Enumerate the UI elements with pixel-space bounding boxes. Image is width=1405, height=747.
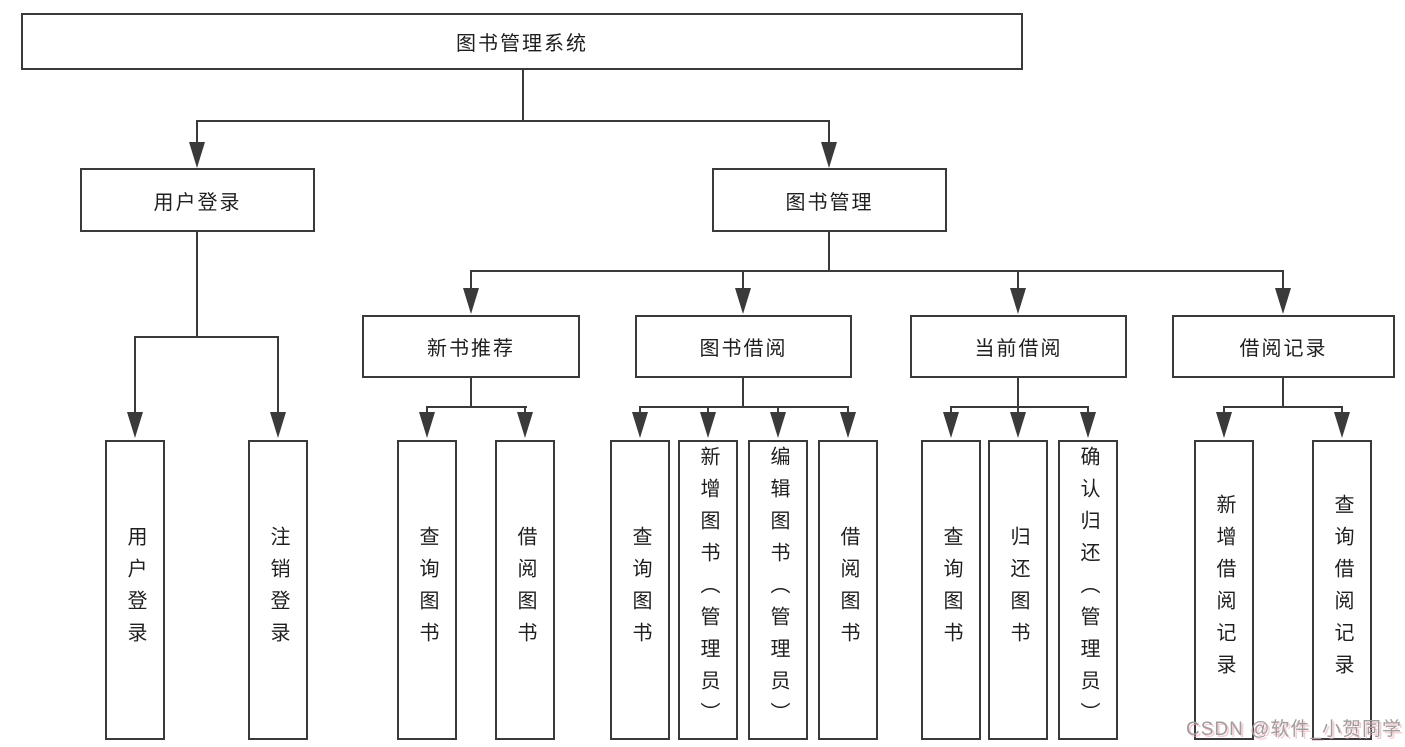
leaf-query-borrow-record: 查询借阅记录 [1312,440,1372,740]
connector-stub [639,406,641,416]
leaf-label: 归还图书 [1007,526,1029,654]
leaf-return-book: 归还图书 [988,440,1048,740]
leaf-label: 查询图书 [629,526,651,654]
watermark: CSDN @软件_小贺同学 [1186,719,1402,740]
arrow-down-icon [127,412,143,438]
connector-stub [1087,406,1089,416]
connector-stub [470,270,472,292]
connector-bookmgmt-bar [470,270,1284,272]
connector-recommend-stem [470,378,472,408]
arrow-down-icon [1275,288,1291,314]
connector-stub [828,120,830,146]
leaf-label: 借阅图书 [837,526,859,654]
node-root-label: 图书管理系统 [456,33,588,55]
connector-userlogin-stem [196,232,198,338]
leaf-label: 用户登录 [124,526,146,654]
arrow-down-icon [419,412,435,438]
node-user-login: 用户登录 [80,168,315,232]
node-current-borrow: 当前借阅 [910,315,1127,378]
leaf-user-login: 用户登录 [105,440,165,740]
arrow-down-icon [1010,288,1026,314]
leaf-label: 查询图书 [940,526,962,654]
leaf-borrow-books-borrow: 借阅图书 [818,440,878,740]
arrow-down-icon [1334,412,1350,438]
connector-records-bar [1223,406,1343,408]
node-book-management: 图书管理 [712,168,947,232]
connector-stub [1223,406,1225,416]
node-label: 借阅记录 [1239,338,1328,360]
leaf-label: 查询借阅记录 [1331,494,1353,686]
arrow-down-icon [943,412,959,438]
connector-records-stem [1282,378,1284,408]
connector-root-stem [522,70,524,122]
leaf-label: 编辑图书（管理员） [767,446,789,734]
connector-stub [426,406,428,416]
leaf-label: 确认归还（管理员） [1077,446,1099,734]
leaf-add-borrow-record: 新增借阅记录 [1194,440,1254,740]
connector-borrowmod-bar [639,406,849,408]
leaf-label: 新增图书（管理员） [697,446,719,734]
node-label: 图书借阅 [699,338,788,360]
node-borrow-records: 借阅记录 [1172,315,1395,378]
connector-stub [1017,406,1019,416]
connector-bookmgmt-stem [828,232,830,272]
connector-stub [950,406,952,416]
arrow-down-icon [735,288,751,314]
leaf-edit-book-admin: 编辑图书（管理员） [748,440,808,740]
connector-stub [134,336,136,414]
leaf-label: 借阅图书 [514,526,536,654]
leaf-label: 新增借阅记录 [1213,494,1235,686]
connector-borrowmod-stem [742,378,744,408]
leaf-query-books-recommend: 查询图书 [397,440,457,740]
arrow-down-icon [270,412,286,438]
node-new-book-recommend: 新书推荐 [362,315,580,378]
leaf-confirm-return-admin: 确认归还（管理员） [1058,440,1118,740]
arrow-down-icon [517,412,533,438]
node-label: 用户登录 [153,191,242,214]
connector-stub [707,406,709,416]
leaf-borrow-books-recommend: 借阅图书 [495,440,555,740]
arrow-down-icon [1216,412,1232,438]
leaf-label: 注销登录 [267,526,289,654]
node-root: 图书管理系统 [21,13,1023,70]
arrow-down-icon [821,142,837,168]
connector-userlogin-bar [134,336,279,338]
connector-stub [277,336,279,414]
leaf-query-books-borrow: 查询图书 [610,440,670,740]
arrow-down-icon [700,412,716,438]
arrow-down-icon [463,288,479,314]
connector-current-bar [950,406,1089,408]
connector-stub [777,406,779,416]
node-book-borrow: 图书借阅 [635,315,852,378]
arrow-down-icon [632,412,648,438]
arrow-down-icon [1010,412,1026,438]
arrow-down-icon [770,412,786,438]
leaf-add-book-admin: 新增图书（管理员） [678,440,738,740]
node-label: 当前借阅 [974,338,1063,360]
arrow-down-icon [1080,412,1096,438]
connector-recommend-bar [426,406,527,408]
connector-stub [742,270,744,292]
connector-stub [1017,270,1019,292]
leaf-query-books-current: 查询图书 [921,440,981,740]
connector-current-stem [1017,378,1019,408]
connector-stub [524,406,526,416]
connector-stub [196,120,198,146]
connector-stub [1341,406,1343,416]
connector-stub [1282,270,1284,292]
leaf-label: 查询图书 [416,526,438,654]
leaf-logout: 注销登录 [248,440,308,740]
arrow-down-icon [840,412,856,438]
connector-stub [847,406,849,416]
node-label: 图书管理 [785,191,874,214]
arrow-down-icon [189,142,205,168]
connector-root-bar [196,120,830,122]
node-label: 新书推荐 [427,338,515,360]
